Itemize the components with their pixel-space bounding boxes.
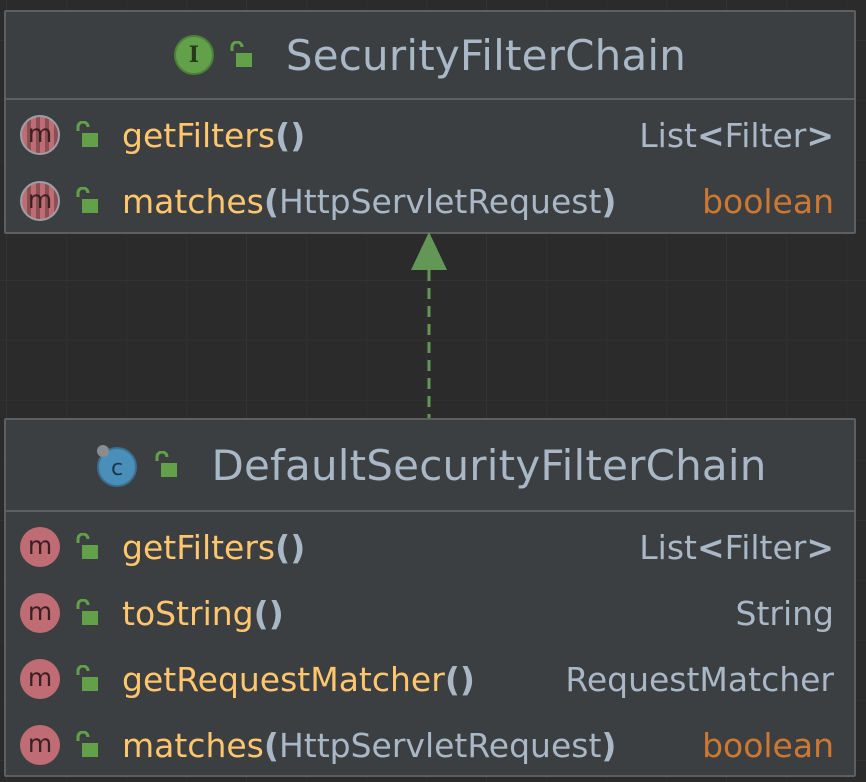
return-type-base: List <box>639 527 697 567</box>
return-type: List<Filter> <box>639 528 834 567</box>
return-type: RequestMatcher <box>565 659 834 699</box>
class-node[interactable]: c DefaultSecurityFilterChain m getFilter… <box>4 418 856 777</box>
method-name: getRequestMatcher <box>122 659 445 699</box>
method-param: HttpServletRequest <box>278 181 602 221</box>
paren-close: ) <box>459 659 475 699</box>
method-icon: m <box>20 593 60 633</box>
return-type: boolean <box>702 181 834 221</box>
interface-title: SecurityFilterChain <box>285 30 687 80</box>
paren-close: ) <box>601 181 617 221</box>
interface-icon: I <box>173 35 214 75</box>
class-icon: c <box>97 445 138 487</box>
class-title: DefaultSecurityFilterChain <box>211 440 767 490</box>
method-icon: m <box>20 725 60 765</box>
method-name: getFilters <box>122 527 276 567</box>
method-row[interactable]: m toString() String <box>6 580 854 646</box>
method-name: matches <box>122 725 264 765</box>
method-name: toString <box>122 593 254 633</box>
paren-open: ( <box>275 527 291 567</box>
paren-open: ( <box>263 725 279 765</box>
generic-type: Filter <box>724 115 807 155</box>
paren-open: ( <box>263 181 279 221</box>
public-lock-icon <box>76 121 98 147</box>
class-methods: m getFilters() List<Filter> m toString()… <box>6 512 854 778</box>
paren-open: ( <box>444 659 460 699</box>
method-row[interactable]: m getRequestMatcher() RequestMatcher <box>6 646 854 712</box>
paren-close: ) <box>290 115 306 155</box>
method-param: HttpServletRequest <box>278 725 602 765</box>
paren-close: ) <box>601 725 617 765</box>
arrow-head <box>411 232 447 270</box>
return-type: boolean <box>702 725 834 765</box>
method-icon: m <box>20 659 60 699</box>
method-name: matches <box>122 181 264 221</box>
method-row[interactable]: m getFilters() List<Filter> <box>6 514 854 580</box>
interface-methods: m getFilters() List<Filter> m matches(Ht… <box>6 100 854 234</box>
abstract-method-icon: m <box>20 181 60 221</box>
return-type-base: List <box>639 115 697 155</box>
generic-type: Filter <box>724 527 807 567</box>
abstract-method-icon: m <box>20 115 60 155</box>
method-row[interactable]: m matches(HttpServletRequest) boolean <box>6 712 854 778</box>
svg-text:c: c <box>111 456 123 481</box>
paren-open: ( <box>275 115 291 155</box>
method-name: getFilters <box>122 115 276 155</box>
method-row[interactable]: m matches(HttpServletRequest) boolean <box>6 168 854 234</box>
interface-node-header: I SecurityFilterChain <box>6 12 854 100</box>
generic-open: < <box>696 527 725 567</box>
public-lock-icon <box>155 451 178 477</box>
implements-arrow <box>411 232 447 418</box>
public-lock-icon <box>230 41 252 67</box>
public-lock-icon <box>76 533 98 559</box>
method-row[interactable]: m getFilters() List<Filter> <box>6 102 854 168</box>
paren-close: ) <box>290 527 306 567</box>
paren-close: ) <box>268 593 284 633</box>
return-type: String <box>735 593 834 633</box>
generic-close: > <box>806 527 834 567</box>
generic-open: < <box>696 115 725 155</box>
return-type: List<Filter> <box>639 116 834 155</box>
paren-open: ( <box>253 593 269 633</box>
class-node-header: c DefaultSecurityFilterChain <box>6 420 854 512</box>
method-icon: m <box>20 527 60 567</box>
public-lock-icon <box>76 187 98 213</box>
generic-close: > <box>806 115 834 155</box>
interface-node[interactable]: I SecurityFilterChain m getFilters() Lis… <box>4 10 856 234</box>
public-lock-icon <box>76 665 98 691</box>
public-lock-icon <box>76 599 98 625</box>
public-lock-icon <box>76 731 98 757</box>
